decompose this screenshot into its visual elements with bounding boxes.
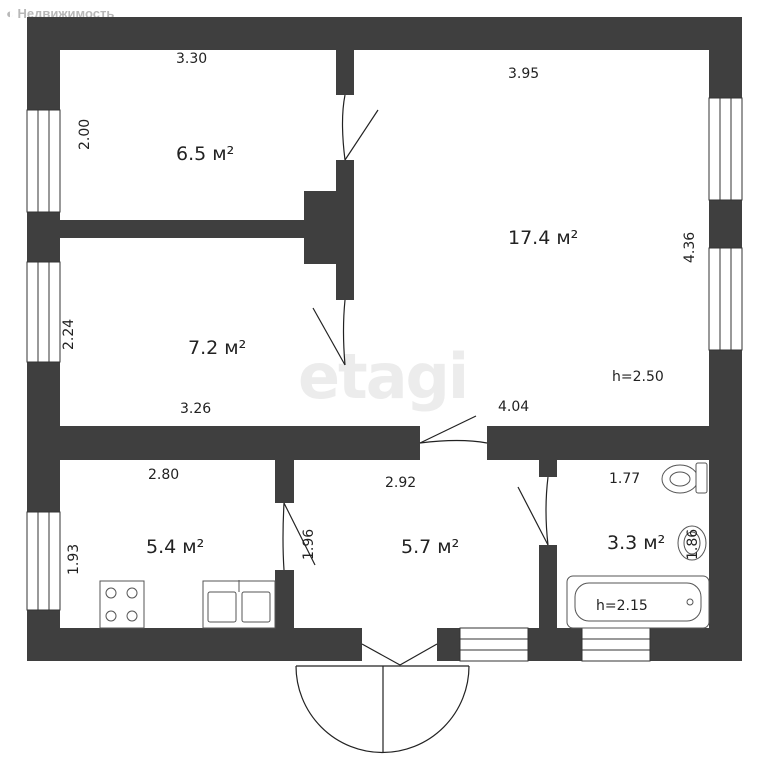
door <box>517 476 549 546</box>
kitchen-sink <box>202 580 276 629</box>
door <box>341 94 379 161</box>
dimension-label: 3.26 <box>180 401 211 417</box>
washbasin <box>677 525 707 561</box>
window <box>459 627 529 662</box>
logo-icon: ◐ <box>6 6 18 21</box>
area-label: 5.7 м² <box>401 536 459 558</box>
stove <box>99 580 145 629</box>
window <box>26 261 61 363</box>
door <box>312 299 346 366</box>
door <box>282 502 316 571</box>
windows <box>26 97 743 662</box>
area-label: 5.4 м² <box>146 536 204 558</box>
window <box>708 247 743 351</box>
dimension-label: 4.36 <box>682 232 698 263</box>
walls <box>27 17 742 661</box>
dimension-label: 4.04 <box>498 399 529 415</box>
dimension-label: 1.86 <box>685 529 701 560</box>
area-label: 17.4 м² <box>508 227 578 249</box>
height-label: h=2.50 <box>612 369 664 385</box>
labels: 6.5 м² 3.30 2.00 7.2 м² 3.26 2.24 17.4 м… <box>61 51 701 614</box>
height-label: h=2.15 <box>596 598 648 614</box>
area-label: 3.3 м² <box>607 532 665 554</box>
dimension-label: 2.00 <box>77 119 93 150</box>
dimension-label: 2.24 <box>61 319 77 350</box>
dimension-label: 1.93 <box>66 544 82 575</box>
dimension-label: 3.95 <box>508 66 539 82</box>
dimension-label: 2.80 <box>148 467 179 483</box>
window <box>708 97 743 201</box>
window <box>26 511 61 611</box>
dimension-label: 1.77 <box>609 471 640 487</box>
window <box>26 109 61 213</box>
window <box>581 627 651 662</box>
door <box>419 415 488 444</box>
dimension-label: 1.96 <box>301 529 317 560</box>
bathtub <box>566 575 710 629</box>
area-label: 6.5 м² <box>176 143 234 165</box>
toilet <box>661 462 708 494</box>
doors <box>282 94 549 754</box>
area-label: 7.2 м² <box>188 337 246 359</box>
dimension-label: 3.30 <box>176 51 207 67</box>
dimension-label: 2.92 <box>385 475 416 491</box>
entrance-door <box>295 643 470 754</box>
watermark: etagi <box>298 340 469 413</box>
